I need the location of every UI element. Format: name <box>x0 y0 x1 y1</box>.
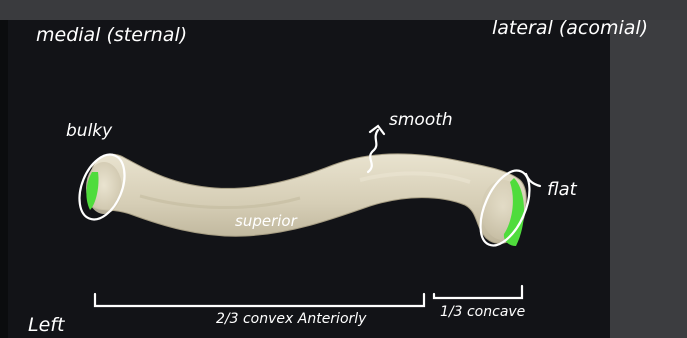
left-label: Left <box>28 314 66 336</box>
superior-label: superior <box>235 212 298 230</box>
smooth-label: smooth <box>389 110 453 130</box>
side-bar <box>610 20 687 338</box>
convex-label: 2/3 convex Anteriorly <box>216 311 367 327</box>
medial-label: medial (sternal) <box>36 24 187 46</box>
flat-label: flat <box>547 179 578 200</box>
concave-label: 1/3 concave <box>440 304 525 320</box>
bulky-label: bulky <box>66 121 113 141</box>
lateral-label: lateral (acomial) <box>492 17 648 39</box>
